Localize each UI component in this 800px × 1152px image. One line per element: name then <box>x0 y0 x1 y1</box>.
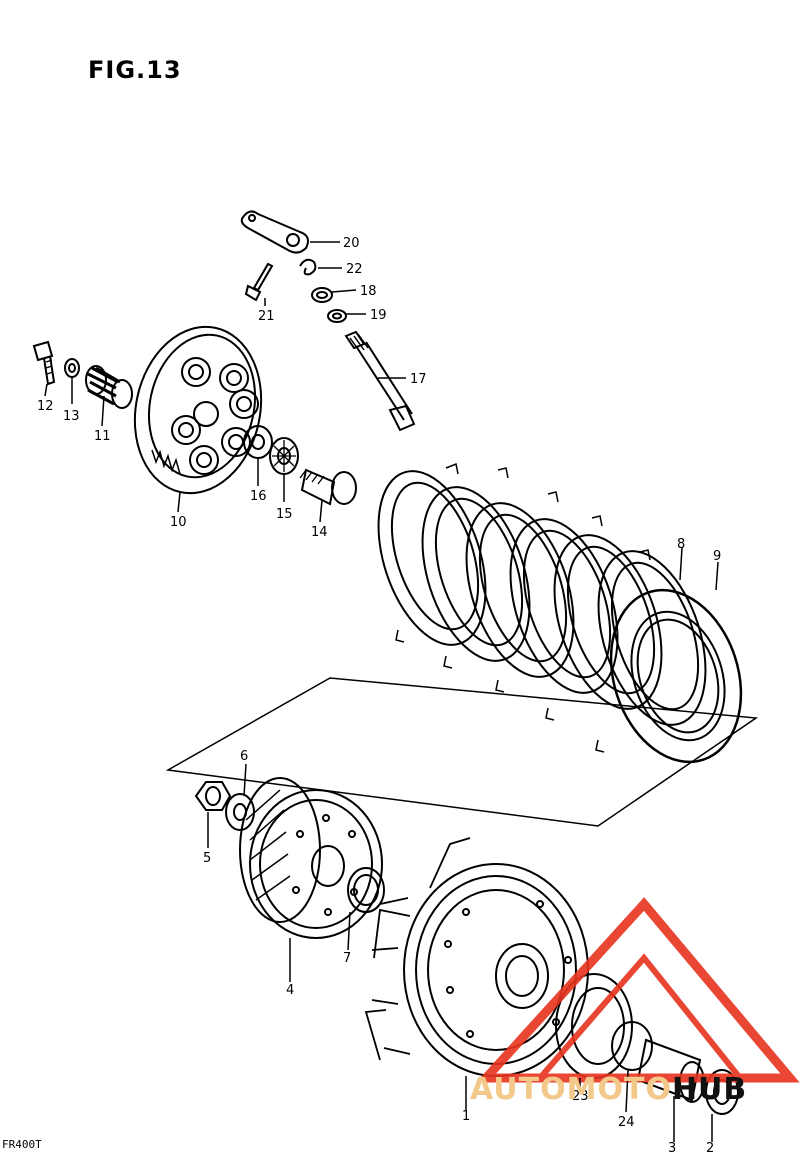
thrust-bearing-15 <box>270 438 298 474</box>
washer-13 <box>65 359 79 377</box>
bolt-12 <box>34 342 54 384</box>
callout-22: 22 <box>346 262 363 277</box>
watermark-logo <box>486 904 790 1078</box>
thrust-washer-7 <box>348 868 384 912</box>
watermark-text-part1: AUTOMOTO <box>470 1072 672 1107</box>
o-ring-24 <box>612 1022 652 1070</box>
callout-9: 9 <box>713 549 721 564</box>
callout-13: 13 <box>63 409 80 424</box>
callout-15: 15 <box>276 507 293 522</box>
callout-6: 6 <box>240 749 248 764</box>
callout-5: 5 <box>203 851 211 866</box>
clutch-housing-1 <box>366 838 588 1076</box>
watermark-text-part2: HUB <box>671 1072 748 1107</box>
callout-14: 14 <box>311 525 328 540</box>
release-rack-14 <box>300 470 356 504</box>
nut-5 <box>196 782 230 810</box>
callout-11: 11 <box>94 429 111 444</box>
clutch-plates-8-9 <box>359 458 763 779</box>
pressure-plate-10 <box>120 315 276 505</box>
watermark-text: AUTOMOTOHUB <box>470 1072 747 1107</box>
callout-24: 24 <box>618 1115 635 1130</box>
leader-lines <box>45 242 718 1142</box>
callout-8: 8 <box>677 537 685 552</box>
callout-16: 16 <box>250 489 267 504</box>
callout-12: 12 <box>37 399 54 414</box>
washer-19 <box>328 310 346 322</box>
callout-3: 3 <box>668 1141 676 1152</box>
callout-2: 2 <box>706 1141 714 1152</box>
release-shaft-17 <box>346 332 414 430</box>
clutch-sleeve-hub-4 <box>240 778 382 938</box>
clutch-spring-11 <box>86 366 132 408</box>
figure-title: FIG.13 <box>88 56 182 84</box>
callout-10: 10 <box>170 515 187 530</box>
callout-1: 1 <box>462 1109 470 1124</box>
callout-19: 19 <box>370 308 387 323</box>
washer-16 <box>244 426 272 458</box>
callout-21: 21 <box>258 309 275 324</box>
callout-7: 7 <box>343 951 351 966</box>
callout-4: 4 <box>286 983 294 998</box>
release-arm-20 <box>242 211 308 252</box>
footer-code: FR400T <box>2 1138 42 1151</box>
screw-21 <box>246 264 272 300</box>
assembly-outline <box>168 678 756 826</box>
spring-clip-22 <box>300 260 315 275</box>
callout-23: 23 <box>572 1089 589 1104</box>
lock-washer-6 <box>226 794 254 830</box>
callout-17: 17 <box>410 372 427 387</box>
callout-20: 20 <box>343 236 360 251</box>
callout-18: 18 <box>360 284 377 299</box>
callout-labels: 1 2 3 4 5 6 7 8 9 10 11 12 13 14 15 16 1… <box>37 236 721 1152</box>
oil-seal-18 <box>312 288 332 302</box>
